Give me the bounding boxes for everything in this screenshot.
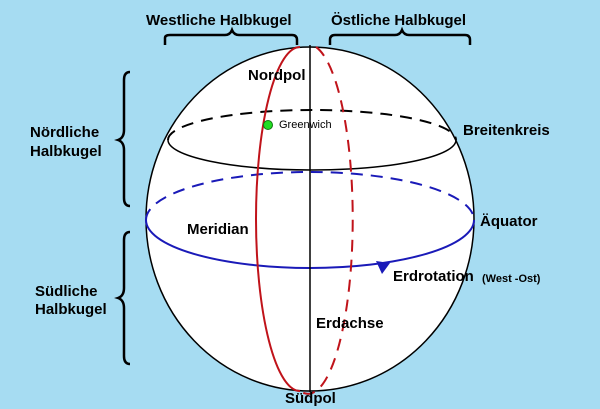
equator-back — [145, 171, 475, 221]
greenwich-dot — [263, 120, 273, 130]
earth-axis-label: Erdachse — [316, 315, 384, 332]
western-hemisphere-label: Westliche Halbkugel — [146, 12, 292, 29]
rotation-arrow-icon — [376, 261, 390, 274]
eastern-hemisphere-label: Östliche Halbkugel — [331, 12, 467, 29]
southern-hemisphere-label-2: Halbkugel — [35, 301, 107, 318]
rotation-direction-label: (West -Ost) — [482, 273, 541, 285]
southern-hemisphere-label-1: Südliche — [35, 283, 98, 300]
latitude-circle-label: Breitenkreis — [463, 122, 550, 139]
latitude-circle-back — [167, 109, 457, 141]
meridian-label: Meridian — [187, 221, 249, 238]
north-brace — [114, 70, 131, 208]
east-brace — [328, 26, 472, 45]
latitude-circle-front — [167, 139, 457, 171]
greenwich-label: Greenwich — [279, 119, 332, 131]
south-pole-label: Südpol — [285, 390, 336, 407]
northern-hemisphere-label-1: Nördliche — [30, 124, 100, 141]
meridian-front — [255, 46, 301, 392]
rotation-label: Erdrotation — [393, 268, 474, 285]
south-brace — [114, 230, 131, 366]
west-brace — [163, 26, 299, 45]
northern-hemisphere-label-2: Halbkugel — [30, 143, 102, 160]
north-pole-label: Nordpol — [248, 67, 306, 84]
equator-label: Äquator — [480, 213, 538, 230]
meridian-back — [299, 46, 354, 395]
